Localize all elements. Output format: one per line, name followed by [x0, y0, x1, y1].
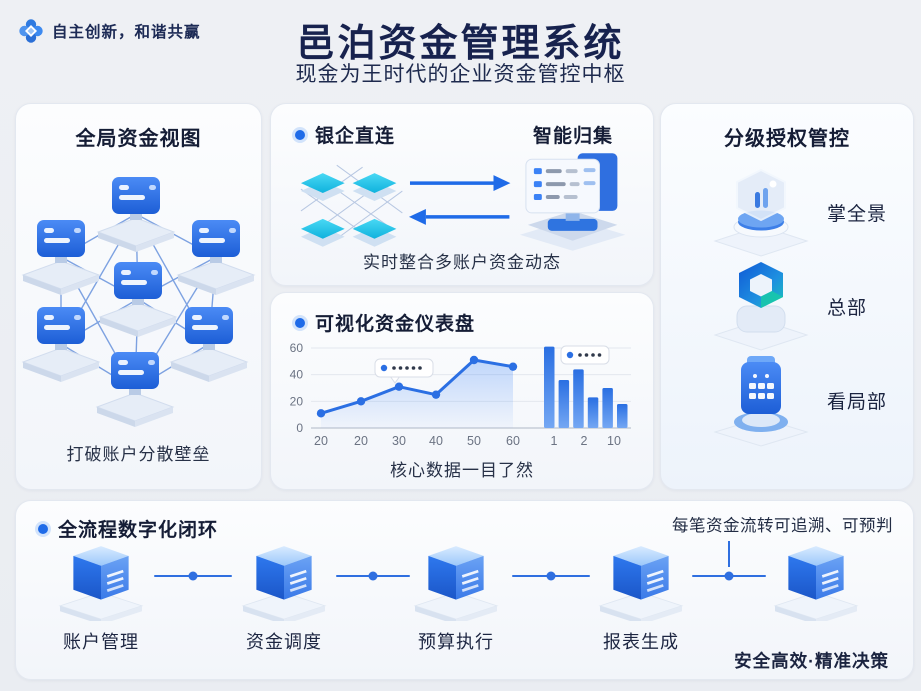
podium-avatar-icon: [713, 168, 809, 257]
svg-text:60: 60: [290, 341, 304, 355]
auth-label-local: 看局部: [827, 391, 888, 413]
global-view-title: 全局资金视图: [75, 128, 202, 150]
dashboard-caption: 核心数据一目了然: [390, 461, 534, 480]
auth-row-hq: 总部: [711, 256, 901, 356]
dashboard-heading: 可视化资金仪表盘: [295, 309, 475, 336]
bank-link-caption: 实时整合多账户资金动态: [363, 253, 561, 272]
svg-text:40: 40: [429, 434, 443, 448]
panel-authorization: 分级授权管控 掌全景 总部: [660, 103, 914, 490]
bullet-icon: [295, 129, 305, 140]
connector-dot-icon: [724, 571, 734, 581]
flow-connector: [154, 571, 232, 581]
svg-text:20: 20: [290, 394, 304, 408]
brand-logo-icon: [19, 19, 43, 43]
process-heading: 全流程数字化闭环: [38, 515, 218, 542]
process-note: 每笔资金流转可追溯、可预判: [672, 517, 893, 535]
bullet-icon: [295, 317, 305, 328]
flow-step-label: 账户管理: [63, 632, 139, 652]
auth-row-local: 看局部: [711, 350, 901, 450]
smart-pooling-heading: 智能归集: [532, 126, 613, 147]
page-title: 邑泊资金管理系统: [296, 23, 625, 65]
svg-text:1: 1: [551, 434, 558, 448]
note-pointer-line: [728, 541, 730, 567]
panel-global-view: 全局资金视图: [15, 103, 262, 490]
svg-text:0: 0: [296, 421, 303, 435]
bank-link-heading: 银企直连: [295, 121, 395, 148]
flow-connector: [692, 571, 766, 581]
panel-process: 全流程数字化闭环 每笔资金流转可追溯、可预判 账户管理 资金调度 预算执行 报表…: [15, 500, 914, 680]
sync-arrows-icon: [409, 175, 511, 225]
global-view-caption: 打破账户分散壁垒: [66, 445, 211, 464]
svg-text:20: 20: [314, 434, 328, 448]
svg-text:40: 40: [290, 368, 304, 382]
funds-dashboard-chart: 0 20 40 60 20 20 30 40 50 60 1 2 10: [290, 341, 631, 448]
panel-bank-link: 银企直连 智能归集: [270, 103, 654, 286]
cube-decision-icon: [768, 539, 864, 621]
brand-slogan: 自主创新，和谐共赢: [52, 24, 201, 41]
svg-text:2: 2: [581, 434, 588, 448]
cube-account-icon: [53, 539, 149, 621]
connector-dot-icon: [368, 571, 378, 581]
connector-dot-icon: [546, 571, 556, 581]
authorization-title: 分级授权管控: [724, 128, 850, 150]
svg-text:30: 30: [392, 434, 406, 448]
panel-dashboard: 可视化资金仪表盘 0 20 40 60 20 20 30 40 50 60 1 2 10 核心数据一目了…: [270, 292, 654, 490]
process-footer: 安全高效·精准决策: [734, 651, 889, 671]
svg-text:60: 60: [506, 434, 520, 448]
cube-dispatch-icon: [236, 539, 332, 621]
page-subtitle: 现金为王时代的企业资金管控中枢: [295, 63, 626, 86]
svg-text:20: 20: [354, 434, 368, 448]
auth-label-overview: 掌全景: [827, 203, 888, 225]
flow-step-label: 资金调度: [246, 632, 322, 652]
device-grid-icon: [713, 356, 809, 447]
hex-ring-icon: [713, 262, 809, 351]
flow-step-label: 报表生成: [603, 632, 679, 652]
bullet-icon: [38, 523, 48, 534]
flow-connector: [336, 571, 410, 581]
bank-node-grid-icon: [300, 164, 403, 247]
svg-text:10: 10: [607, 434, 621, 448]
cube-report-icon: [593, 539, 689, 621]
flow-step-label: 预算执行: [418, 632, 494, 652]
svg-text:50: 50: [467, 434, 481, 448]
auth-row-overview: 掌全景: [711, 162, 901, 262]
flow-connector: [512, 571, 590, 581]
pooling-server-icon: [519, 153, 626, 251]
account-network-icon: [22, 176, 255, 428]
brand: 自主创新，和谐共赢: [18, 18, 201, 44]
connector-dot-icon: [188, 571, 198, 581]
auth-label-hq: 总部: [827, 297, 868, 319]
cube-budget-icon: [408, 539, 504, 621]
